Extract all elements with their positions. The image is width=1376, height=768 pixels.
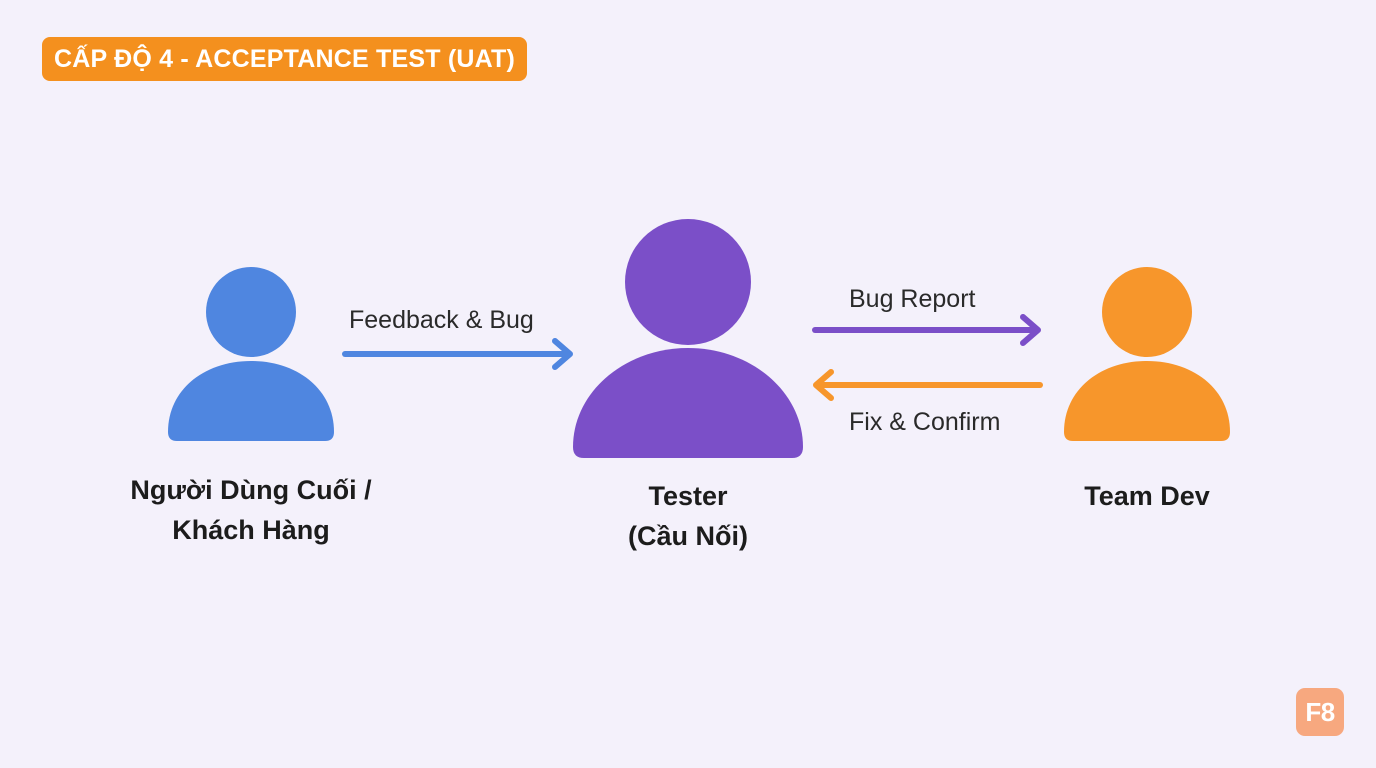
user-person-icon bbox=[168, 267, 334, 441]
user-label-line1: Người Dùng Cuối / bbox=[130, 475, 372, 505]
dev-label: Team Dev bbox=[1037, 476, 1257, 516]
dev-label-line1: Team Dev bbox=[1084, 481, 1210, 511]
logo-text: F8 bbox=[1305, 696, 1335, 727]
tester-label-line1: Tester bbox=[648, 481, 728, 511]
tester-label-line2: (Cầu Nối) bbox=[628, 521, 748, 551]
arrow-user-to-tester bbox=[342, 338, 573, 370]
tester-person-icon bbox=[573, 219, 803, 458]
f8-logo: F8 bbox=[1296, 688, 1344, 736]
edge-label-dev-to-tester: Fix & Confirm bbox=[849, 408, 1001, 436]
edge-label-user-to-tester: Feedback & Bug bbox=[349, 306, 534, 334]
user-label: Người Dùng Cuối / Khách Hàng bbox=[96, 470, 406, 550]
arrow-dev-to-tester bbox=[813, 369, 1043, 401]
title-text: CẤP ĐỘ 4 - ACCEPTANCE TEST (UAT) bbox=[54, 44, 516, 73]
edge-label-tester-to-dev: Bug Report bbox=[849, 285, 976, 313]
arrow-tester-to-dev bbox=[812, 314, 1041, 346]
title-badge: CẤP ĐỘ 4 - ACCEPTANCE TEST (UAT) bbox=[42, 37, 528, 81]
tester-label: Tester (Cầu Nối) bbox=[548, 476, 828, 556]
dev-person-icon bbox=[1064, 267, 1230, 441]
user-label-line2: Khách Hàng bbox=[172, 515, 330, 545]
